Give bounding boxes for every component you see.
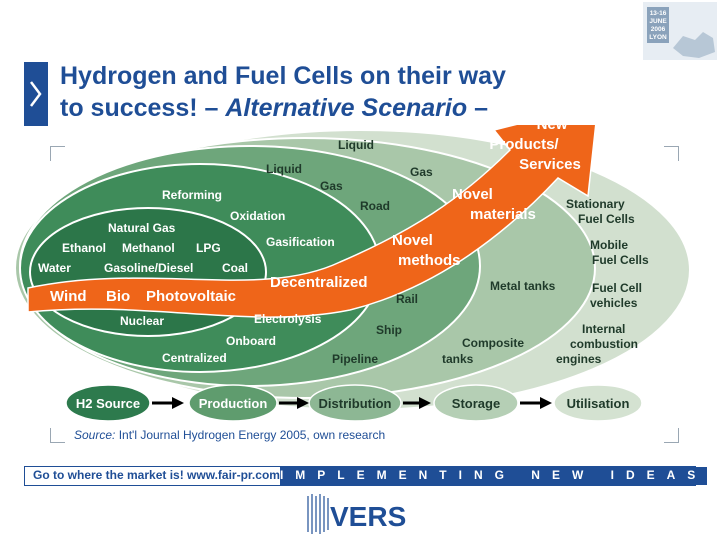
vehicles-label-1: Fuel Cell	[592, 281, 642, 295]
natural-gas-label: Natural Gas	[108, 221, 176, 235]
source-citation: Source: Int'l Journal Hydrogen Energy 20…	[74, 428, 385, 442]
pipeline-label: Pipeline	[332, 352, 378, 366]
badge-date: 13-16	[650, 10, 667, 17]
bio-label: Bio	[106, 288, 130, 305]
new-products-label-3: Services	[519, 156, 581, 173]
europe-map-icon	[673, 32, 715, 58]
title-plain: to success! –	[60, 94, 226, 122]
new-products-label-2: Products/	[489, 136, 559, 153]
coal-label: Coal	[222, 261, 248, 275]
new-products-label-1: New	[537, 125, 568, 133]
stage-h2-source	[65, 384, 151, 422]
vehicles-label-2: vehicles	[590, 296, 638, 310]
title-marker	[24, 62, 48, 126]
mobile-label-2: Fuel Cells	[592, 253, 649, 267]
gasification-label: Gasification	[266, 235, 335, 249]
stage-distribution-label: Distribution	[319, 396, 392, 411]
corner-bracket-top-left	[50, 146, 65, 161]
badge-month: JUNE	[649, 18, 667, 25]
storage-gas-label: Gas	[410, 165, 433, 179]
composite-tanks-label-2: tanks	[442, 352, 474, 366]
source-text: Int'l Journal Hydrogen Energy 2005, own …	[115, 428, 386, 442]
lpg-label: LPG	[196, 241, 221, 255]
ice-label-1: Internal	[582, 322, 625, 336]
composite-tanks-label-1: Composite	[462, 336, 524, 350]
corner-bracket-bottom-right	[664, 428, 679, 443]
hydrogen-diagram: New Products/ Services Novel materials N…	[14, 125, 691, 422]
arrow-head-icon	[172, 397, 184, 409]
ice-label-2: combustion	[570, 337, 638, 351]
stationary-label-1: Stationary	[566, 197, 625, 211]
arrow-head-icon	[419, 397, 431, 409]
evers-logo: VERS	[306, 490, 416, 536]
footer-slogan: IMPLEMENTING NEW IDEAS	[279, 467, 708, 485]
storage-liquid-label: Liquid	[338, 138, 374, 152]
road-label: Road	[360, 199, 390, 213]
title-end: –	[467, 94, 488, 122]
growth-arrow	[27, 125, 597, 318]
wind-label: Wind	[50, 288, 87, 305]
gasoline-diesel-label: Gasoline/Diesel	[104, 261, 193, 275]
arrow-head-icon	[297, 397, 309, 409]
novel-materials-label-2: materials	[470, 206, 536, 223]
stage-storage-label: Storage	[452, 396, 500, 411]
decentralized-label: Decentralized	[270, 274, 368, 291]
badge-city: LYON	[649, 34, 667, 41]
corner-bracket-top-right	[664, 146, 679, 161]
ethanol-label: Ethanol	[62, 241, 106, 255]
stage-arrows	[152, 397, 552, 409]
novel-materials-label-1: Novel	[452, 186, 493, 203]
stage-storage	[433, 384, 519, 422]
footer-bar: Go to where the market is! www.fair-pr.c…	[24, 466, 708, 486]
stage-utilisation	[553, 384, 643, 422]
ice-label-3: engines	[556, 352, 602, 366]
badge-year: 2006	[651, 26, 666, 33]
electrolysis-label: Electrolysis	[254, 312, 322, 326]
rail-label: Rail	[396, 292, 418, 306]
logo-lines-icon	[307, 494, 329, 534]
reforming-label: Reforming	[162, 188, 222, 202]
source-label: Source:	[74, 428, 116, 442]
water-label: Water	[38, 261, 71, 275]
stage-h2-source-label: H2 Source	[76, 396, 140, 411]
centralized-label: Centralized	[162, 351, 227, 365]
page-title-line-2: to success! – Alternative Scenario –	[60, 94, 488, 123]
title-italic: Alternative Scenario	[225, 94, 468, 122]
novel-methods-label-1: Novel	[392, 232, 433, 249]
stationary-label-2: Fuel Cells	[578, 212, 635, 226]
distribution-gas-label: Gas	[320, 179, 343, 193]
corner-bracket-bottom-left	[50, 428, 65, 443]
ship-label: Ship	[376, 323, 402, 337]
arrow-head-icon	[540, 397, 552, 409]
logo-text: VERS	[330, 501, 406, 532]
metal-tanks-label: Metal tanks	[490, 279, 556, 293]
page-title-line-1: Hydrogen and Fuel Cells on their way	[60, 62, 506, 90]
footer-tagline[interactable]: Go to where the market is! www.fair-pr.c…	[25, 467, 280, 485]
stage-production-label: Production	[199, 396, 268, 411]
nuclear-label: Nuclear	[120, 314, 164, 328]
photovoltaic-label: Photovoltaic	[146, 288, 236, 305]
methanol-label: Methanol	[122, 241, 175, 255]
stage-utilisation-label: Utilisation	[567, 396, 630, 411]
stage-production	[188, 384, 278, 422]
event-badge: 13-16 JUNE 2006 LYON	[643, 2, 717, 60]
mobile-label-1: Mobile	[590, 238, 628, 252]
novel-methods-label-2: methods	[398, 252, 461, 269]
oxidation-label: Oxidation	[230, 209, 285, 223]
distribution-liquid-label: Liquid	[266, 162, 302, 176]
onboard-label: Onboard	[226, 334, 276, 348]
